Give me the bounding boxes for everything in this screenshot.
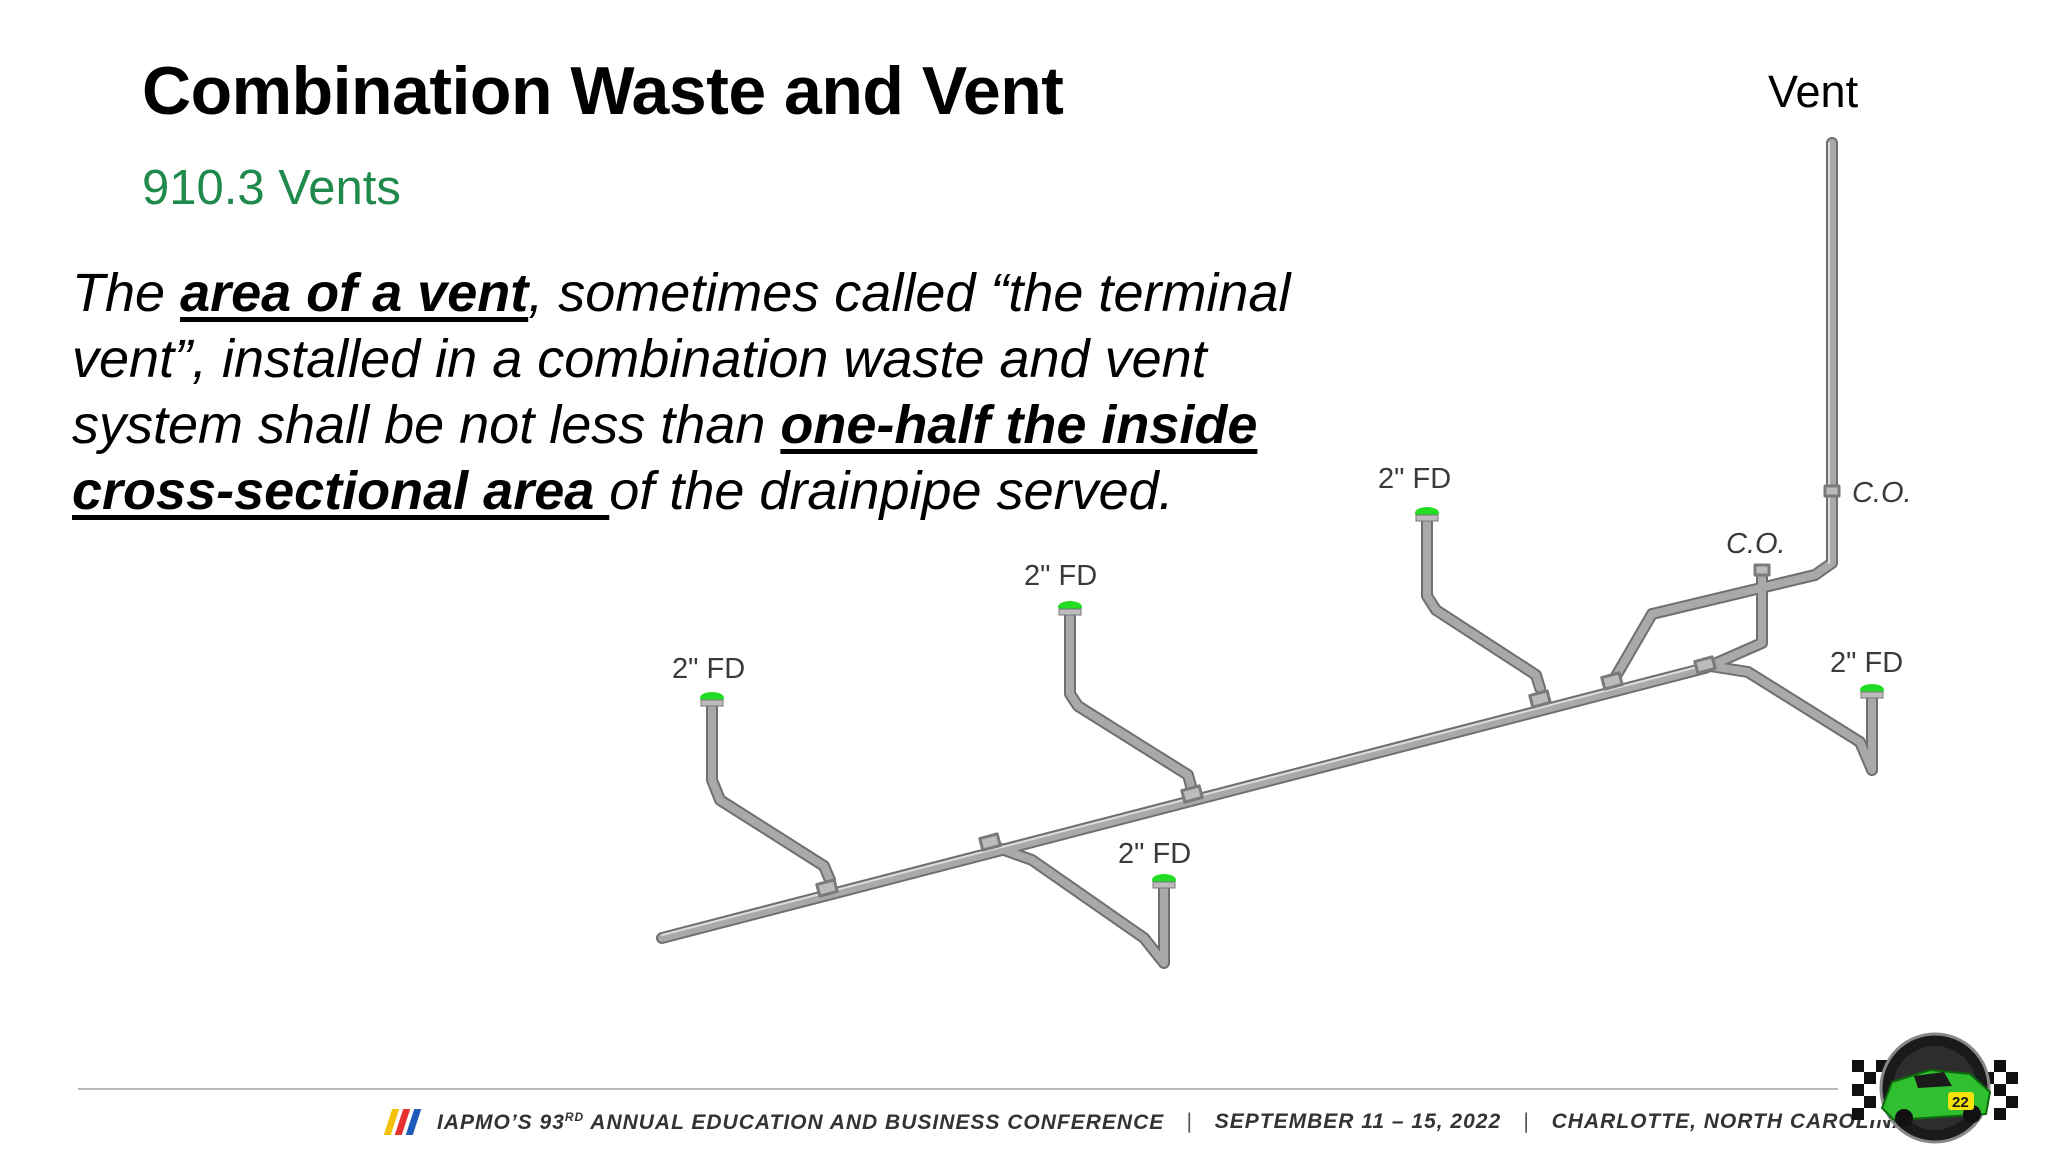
body-text-part-2: , sometimes called “the terminal vent”, … — [72, 263, 1291, 455]
footer-stripes — [383, 1109, 422, 1135]
body-text-part-3: of the drainpipe served. — [609, 461, 1174, 521]
race-car-icon: 22 — [1880, 1068, 1992, 1127]
body-text: The area of a vent, sometimes called “th… — [72, 260, 1352, 524]
footer-location: CHARLOTTE, NORTH CAROLINA — [1551, 1110, 1909, 1133]
slide-subtitle: 910.3 Vents — [142, 161, 401, 215]
footer-divider — [78, 1088, 1838, 1090]
fd-label-3: 2" FD — [1378, 463, 1451, 495]
fd-label-4: 2" FD — [1118, 838, 1191, 870]
footer-event-sup: RD — [564, 1109, 585, 1124]
car-number: 22 — [1952, 1094, 1969, 1111]
body-text-part-1: The — [72, 263, 181, 323]
footer-event-prefix: IAPMO’S 93 — [437, 1110, 565, 1134]
footer-dates: SEPTEMBER 11 – 15, 2022 — [1214, 1110, 1502, 1133]
co-label-1: C.O. — [1726, 528, 1786, 560]
footer-separator: | — [1186, 1110, 1193, 1133]
body-emphasis-area-of-vent: area of a vent — [180, 263, 529, 323]
pipe-network — [656, 137, 1878, 969]
body-emphasis-one-half: one-half the inside cross-sectional area — [72, 395, 1258, 521]
footer-separator: | — [1523, 1110, 1530, 1133]
fd-label-1: 2" FD — [672, 653, 745, 685]
conference-logo: 22 — [1852, 1032, 2018, 1144]
co-label-2: C.O. — [1852, 477, 1912, 509]
footer: IAPMO’S 93RD ANNUAL EDUCATION AND BUSINE… — [383, 1104, 1909, 1140]
fd-label-2: 2" FD — [1024, 560, 1097, 592]
vent-label: Vent — [1768, 66, 1859, 117]
floor-drain-caps — [699, 506, 1885, 889]
slide-title: Combination Waste and Vent — [142, 53, 1064, 129]
footer-event-suffix: ANNUAL EDUCATION AND BUSINESS CONFERENCE — [584, 1110, 1165, 1134]
fd-label-5: 2" FD — [1830, 647, 1903, 679]
footer-event: IAPMO’S 93RD ANNUAL EDUCATION AND BUSINE… — [437, 1110, 1164, 1135]
